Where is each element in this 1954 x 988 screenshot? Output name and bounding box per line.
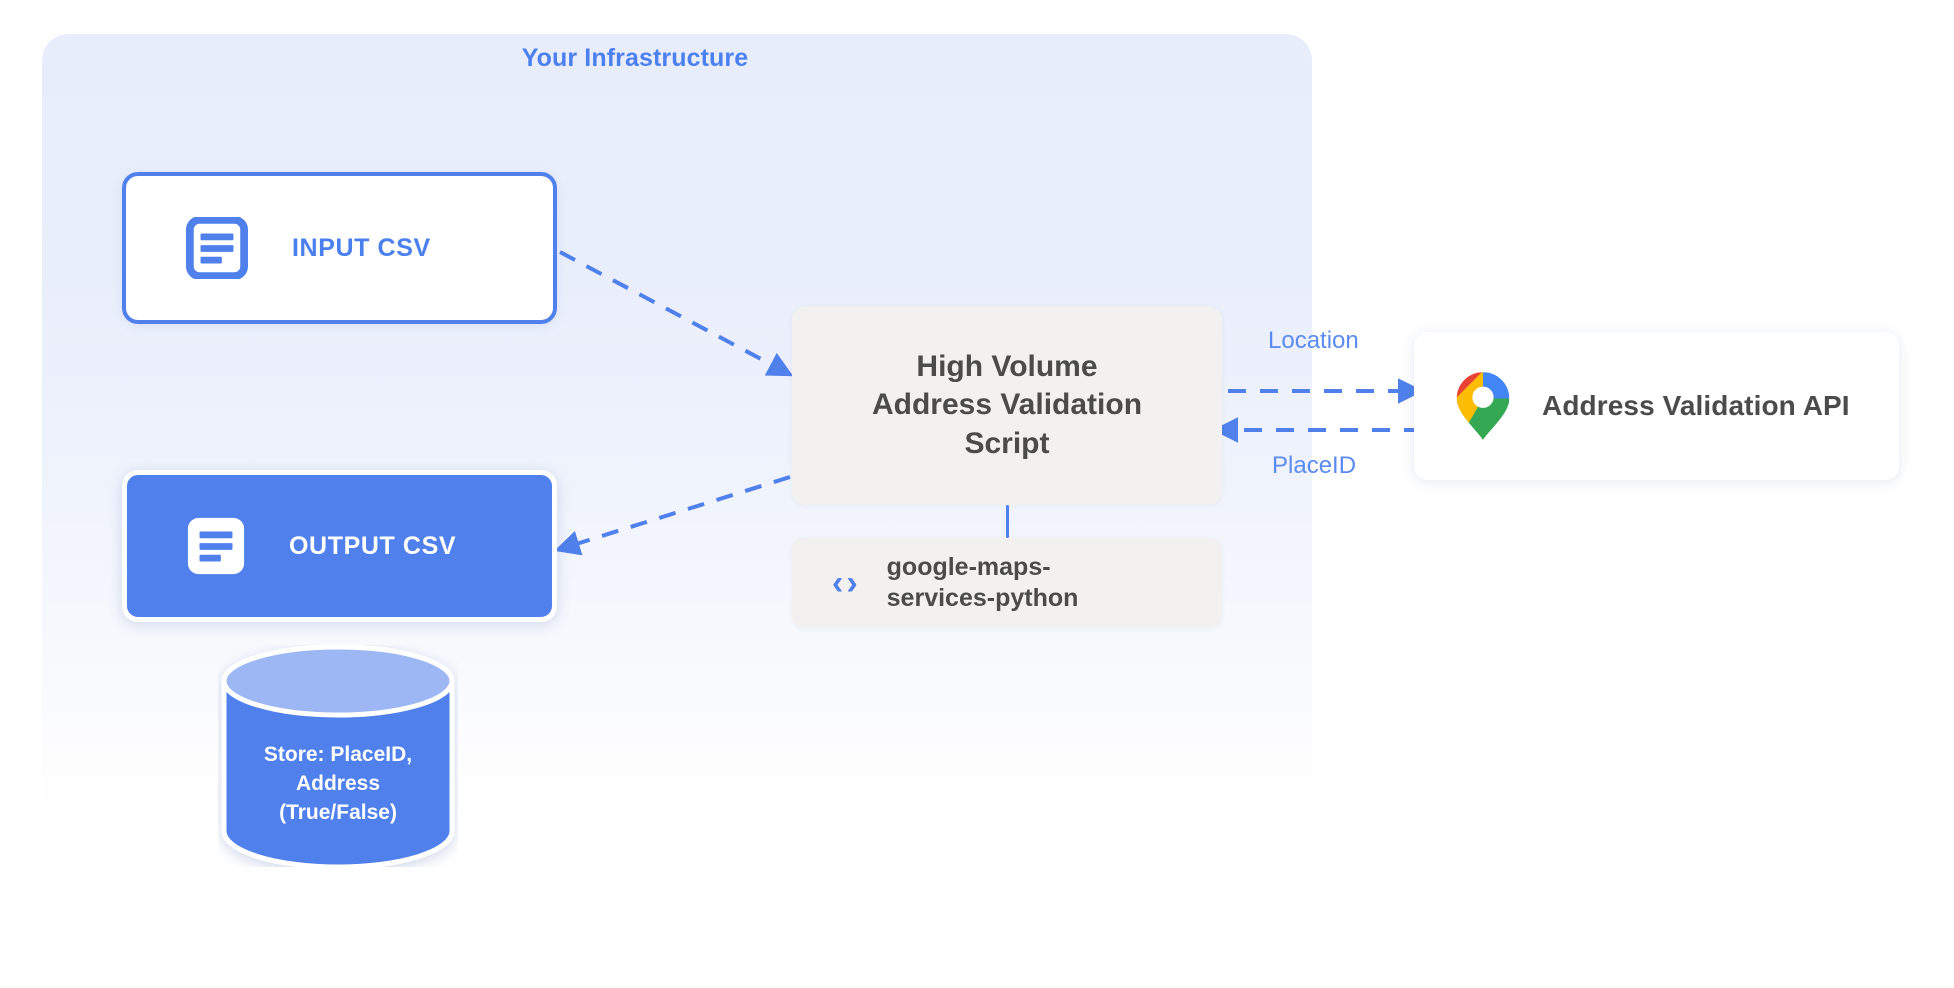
output-csv-label: OUTPUT CSV xyxy=(289,531,457,560)
panel-title: Your Infrastructure xyxy=(521,44,749,72)
api-label: Address Validation API xyxy=(1542,390,1850,421)
node-validation-script[interactable]: High Volume Address Validation Script xyxy=(792,306,1222,505)
database-cylinder-icon xyxy=(221,644,455,870)
node-output-csv[interactable]: OUTPUT CSV xyxy=(122,470,557,622)
node-database[interactable]: Store: PlaceID, Address (True/False) xyxy=(218,644,458,870)
edge-label-location: Location xyxy=(1268,327,1359,354)
node-library[interactable]: ‹› google-maps- services-python xyxy=(792,538,1222,628)
edge-label-placeid: PlaceID xyxy=(1272,452,1357,479)
library-label: google-maps- services-python xyxy=(886,553,1079,612)
code-brackets-icon: ‹› xyxy=(832,564,861,602)
edge-script-to-library xyxy=(1006,505,1009,538)
node-input-csv[interactable]: INPUT CSV xyxy=(122,172,557,324)
input-csv-label: INPUT CSV xyxy=(292,233,431,262)
google-maps-pin-icon xyxy=(1456,372,1510,440)
script-label: High Volume Address Validation Script xyxy=(871,349,1143,460)
document-icon xyxy=(187,517,245,575)
node-address-validation-api[interactable]: Address Validation API xyxy=(1414,332,1899,480)
document-icon xyxy=(186,217,248,279)
